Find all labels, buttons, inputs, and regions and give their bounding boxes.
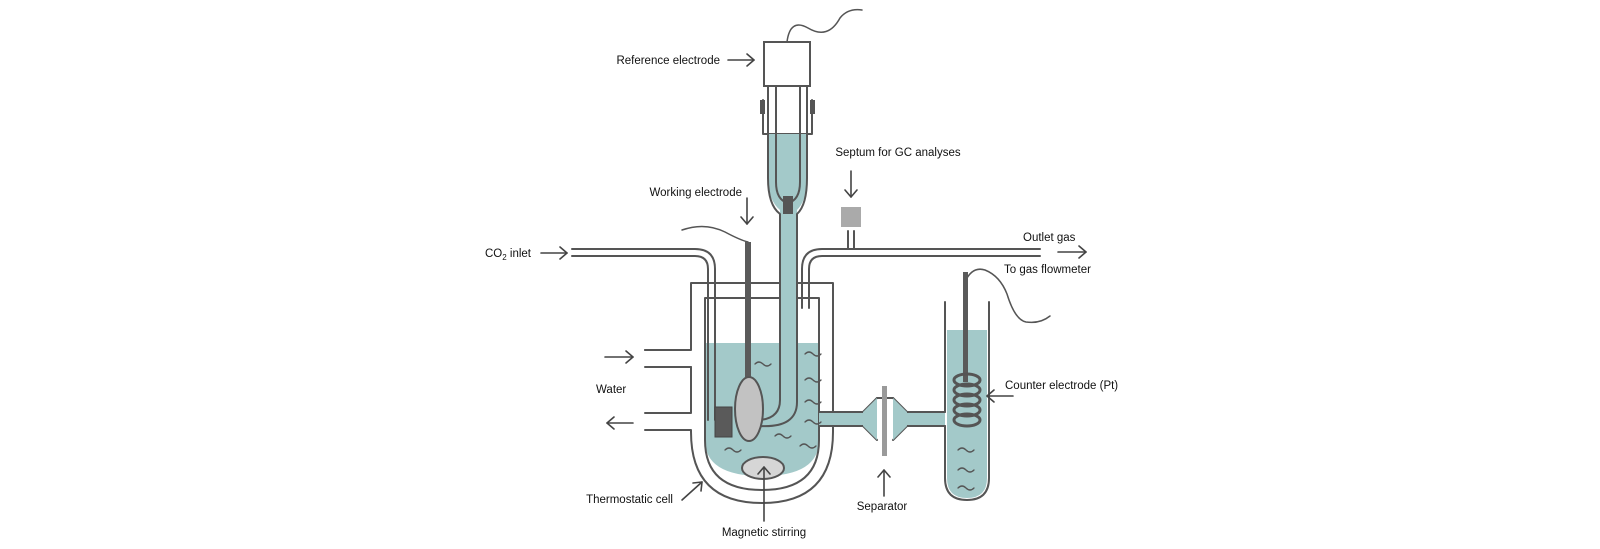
- reference-electrode-head: [763, 41, 811, 87]
- reference-electrode-arrow-icon: [727, 53, 755, 67]
- label-separator: Separator: [857, 501, 908, 513]
- bridge-and-separator: [818, 386, 946, 456]
- label-magnetic-stirring: Magnetic stirring: [722, 527, 806, 539]
- magnetic-stirring-arrow-icon: [757, 466, 771, 522]
- label-counter-electrode: Counter electrode (Pt): [1005, 380, 1118, 392]
- label-thermostatic-cell: Thermostatic cell: [586, 494, 673, 506]
- co2-suffix: inlet: [507, 248, 532, 260]
- septum-block: [841, 207, 861, 227]
- label-reference-electrode: Reference electrode: [616, 55, 720, 67]
- reference-electrode: [759, 8, 863, 428]
- water-in-arrow-icon: [604, 350, 634, 364]
- working-electrode-arrow-icon: [740, 197, 754, 225]
- label-to-gas-flowmeter: To gas flowmeter: [1004, 264, 1091, 276]
- counter-compartment: [944, 268, 1051, 501]
- co2-subscript: 2: [502, 253, 507, 262]
- solution-waves: [724, 351, 975, 491]
- outlet-gas-arrow-icon: [1057, 245, 1087, 259]
- co2-inlet-tube: [571, 248, 716, 421]
- separator-membrane: [882, 386, 887, 456]
- counter-electrode-arrow-icon: [986, 389, 1014, 403]
- co2-inlet-arrow-icon: [540, 246, 568, 260]
- label-septum: Septum for GC analyses: [835, 147, 961, 159]
- working-electrode-plate: [734, 376, 764, 442]
- outlet-gas-tube: [801, 207, 1041, 309]
- water-out-arrow-icon: [606, 416, 634, 430]
- label-working-electrode: Working electrode: [650, 187, 742, 199]
- label-outlet-gas: Outlet gas: [1023, 232, 1076, 244]
- working-electrode: [681, 225, 764, 442]
- thermostatic-cell-arrow-icon: [681, 481, 703, 501]
- co2-prefix: CO: [485, 248, 502, 260]
- separator-arrow-icon: [877, 469, 891, 497]
- arrows: [540, 53, 1087, 522]
- platinum-coil: [952, 372, 982, 428]
- septum-arrow-icon: [844, 170, 858, 198]
- label-co2-inlet: CO2 inlet: [485, 248, 532, 262]
- label-water: Water: [596, 384, 626, 396]
- reference-frit: [783, 196, 793, 214]
- labels: Reference electrode Septum for GC analys…: [485, 55, 1118, 539]
